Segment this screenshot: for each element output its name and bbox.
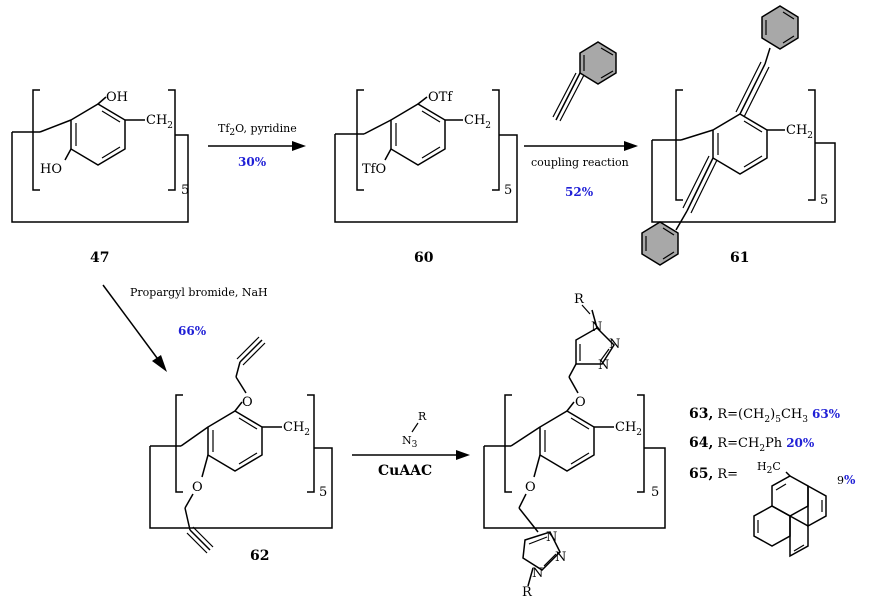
compound-60: OTf TfO CH2 5 60	[334, 89, 518, 266]
compound-label-61: 61	[730, 250, 749, 266]
pyrene-yield: 9%	[837, 473, 856, 487]
yield-label: 30%	[238, 155, 267, 169]
product-65: 65,R=	[689, 466, 738, 482]
methylene-label: CH2	[786, 123, 813, 141]
triazole-n3: N	[598, 358, 609, 373]
repeat-count: 5	[319, 485, 327, 500]
cuaac-label: CuAAC	[378, 463, 432, 479]
repeat-count: 5	[181, 183, 189, 198]
yield-label: 66%	[178, 324, 207, 338]
ether-o-bottom: O	[192, 480, 203, 495]
pyrene-substituent: H2C 9%	[753, 460, 856, 558]
methylene-label: CH2	[146, 113, 173, 131]
repeat-count: 5	[504, 183, 512, 198]
reaction-arrow-4: R N3 CuAAC	[352, 410, 470, 479]
ether-o-bottom: O	[525, 480, 536, 495]
azide-label: N3	[402, 434, 418, 450]
triazole-n-bottom-1: N	[546, 530, 557, 545]
ether-o-top: O	[242, 395, 253, 410]
triflate-bottom-label: TfO	[362, 162, 386, 177]
triazole-n-bottom-2: N	[555, 550, 566, 565]
reaction-arrow-3: Propargyl bromide, NaH 66%	[102, 284, 268, 372]
compound-61: CH2 5 61	[641, 5, 836, 266]
propargylation-reagent: Propargyl bromide, NaH	[130, 286, 268, 299]
compound-label-60: 60	[414, 250, 434, 266]
triazole-r-bottom: R	[522, 585, 533, 596]
compound-62: O O CH2 5 62	[149, 336, 333, 564]
reaction-arrow-2: coupling reaction 52%	[524, 41, 638, 199]
ether-o-top: O	[575, 395, 586, 410]
hydroxyl-top-label: OH	[106, 90, 128, 105]
compound-47: OH HO CH2 5 47	[11, 89, 189, 266]
compound-label-47: 47	[90, 250, 109, 266]
repeat-count: 5	[820, 193, 828, 208]
yield-label: 52%	[565, 185, 594, 199]
triazole-r-top: R	[574, 292, 585, 307]
compound-label-62: 62	[250, 548, 269, 564]
reagent-label: Tf2O, pyridine	[218, 122, 297, 138]
azide-r-label: R	[418, 410, 427, 423]
methylene-label: CH2	[283, 420, 310, 438]
triazole-n-bottom-3: N	[532, 566, 543, 581]
coupling-condition: coupling reaction	[531, 156, 629, 169]
hydroxyl-bottom-label: HO	[40, 162, 62, 177]
repeat-count: 5	[651, 485, 659, 500]
triazole-n1: N	[591, 320, 602, 335]
reaction-arrow-1: Tf2O, pyridine 30%	[208, 122, 306, 169]
compound-63-65: O R N N N O N N N R CH2 5	[483, 292, 666, 596]
pyrene-ch2-label: H2C	[757, 460, 781, 476]
methylene-label: CH2	[615, 420, 642, 438]
triazole-n2: N	[609, 337, 620, 352]
triflate-top-label: OTf	[428, 90, 453, 105]
methylene-label: CH2	[464, 113, 491, 131]
